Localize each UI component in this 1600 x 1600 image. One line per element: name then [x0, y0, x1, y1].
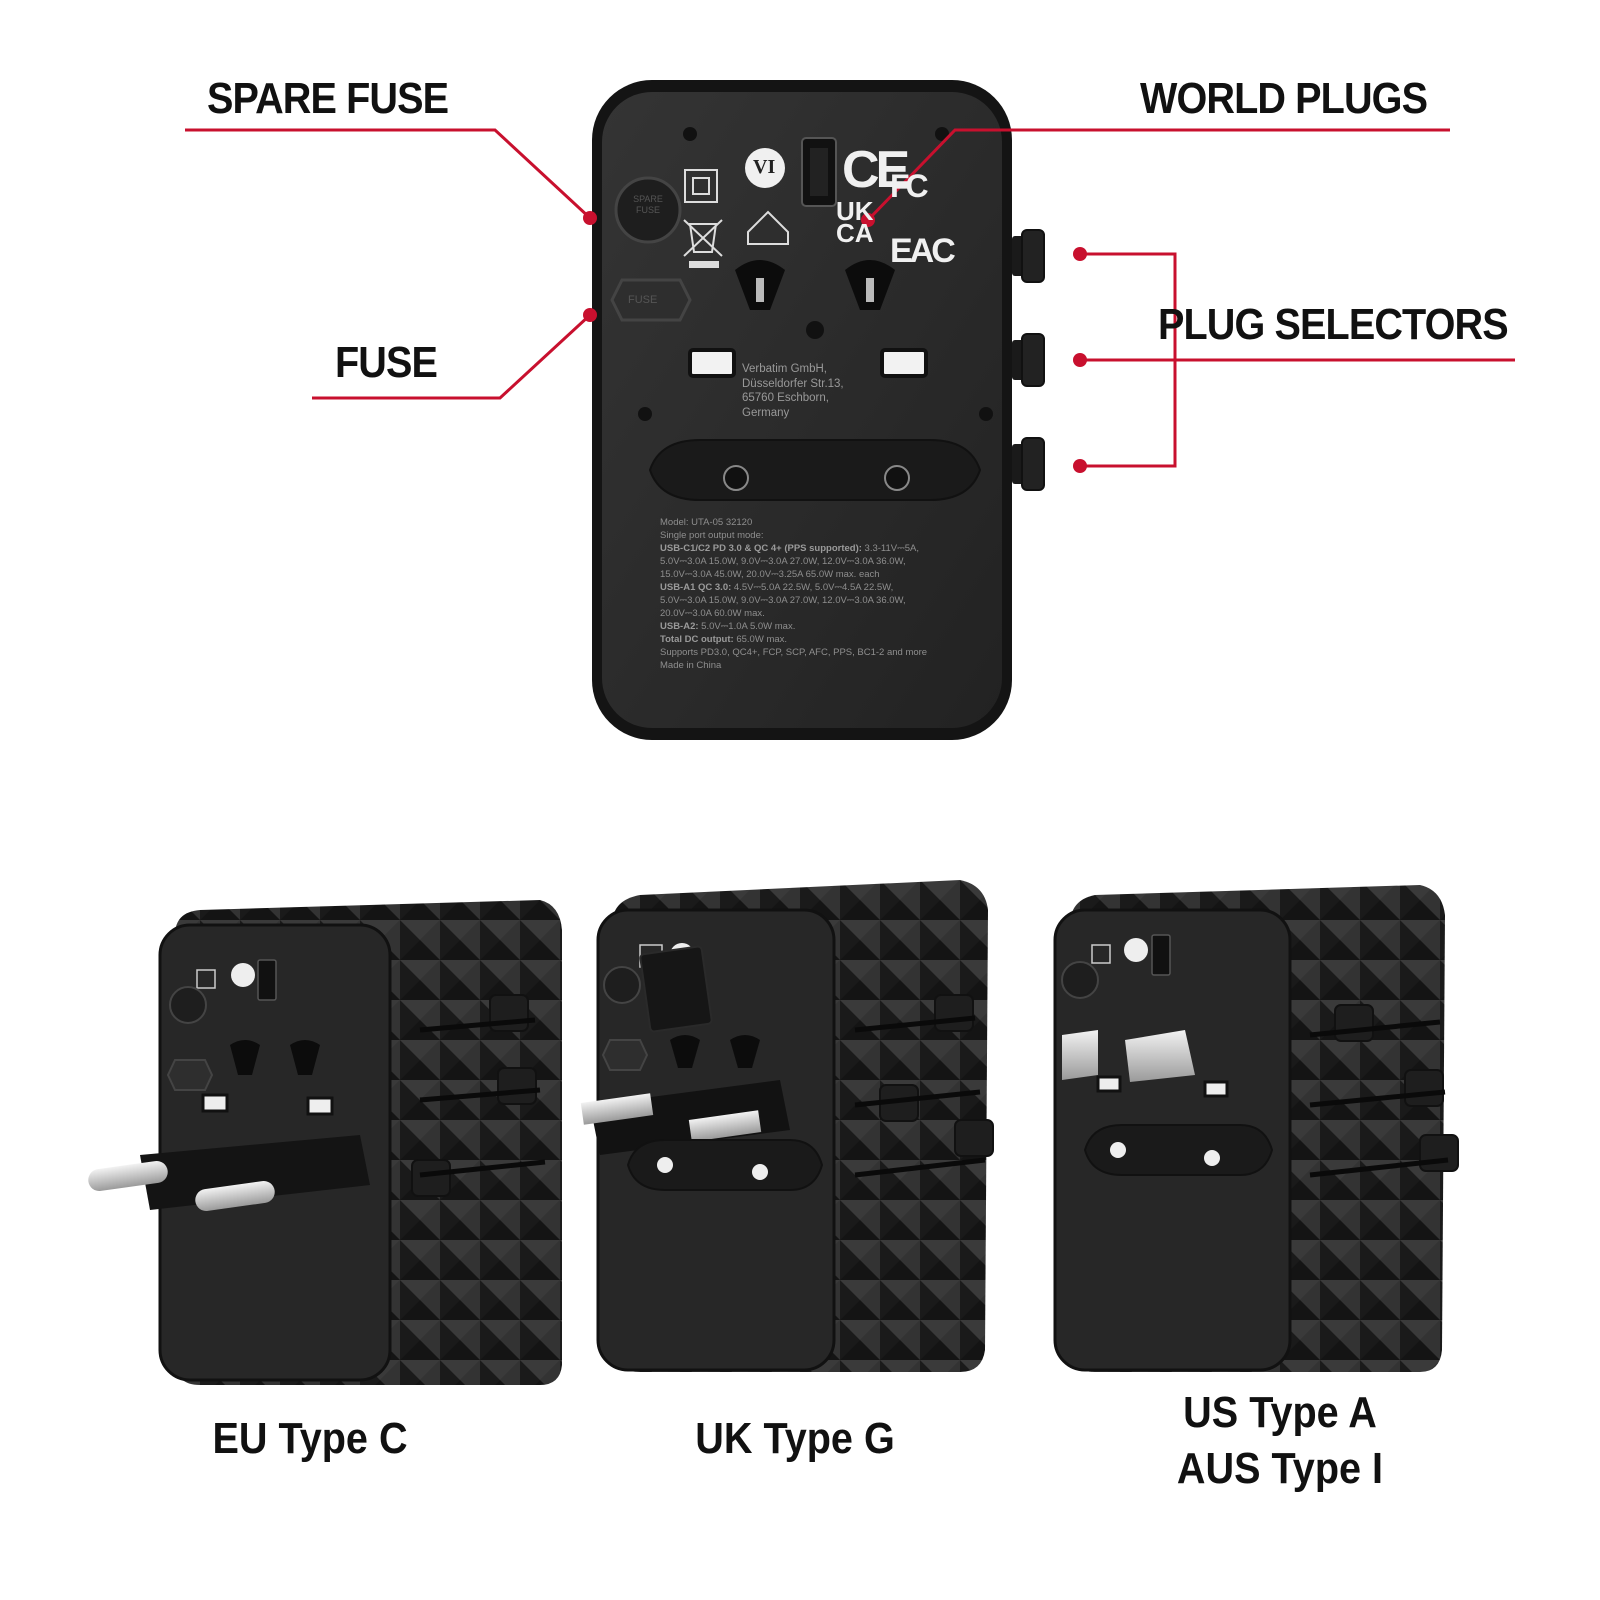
caption-eu-type-c: EU Type C [212, 1414, 408, 1463]
fcc-mark: FC [890, 168, 929, 204]
efficiency-vi-icon [745, 148, 785, 188]
callout-lines [185, 128, 1515, 468]
address-line: Düsseldorfer Str.13, [742, 377, 844, 390]
spec-line: 5.0V⎓3.0A 15.0W, 9.0V⎓3.0A 27.0W, 12.0V⎓… [660, 556, 906, 567]
spec-line: USB-A2: 5.0V⎓1.0A 5.0W max. [660, 621, 796, 632]
spare-fuse-cap [614, 176, 682, 244]
spec-line: Made in China [660, 660, 722, 671]
caption-uk-type-g: UK Type G [695, 1414, 895, 1463]
callout-world-plugs: WORLD PLUGS [1140, 74, 1428, 123]
caption-aus-type-i: AUS Type I [1176, 1444, 1384, 1493]
spec-line: USB-A1 QC 3.0: 4.5V⎓5.0A 22.5W, 5.0V⎓4.5… [660, 582, 894, 593]
address-line: Verbatim GmbH, [742, 363, 827, 375]
spare-fuse-line [185, 128, 592, 220]
spec-line: 5.0V⎓3.0A 15.0W, 9.0V⎓3.0A 27.0W, 12.0V⎓… [660, 595, 906, 606]
callout-spare-fuse: SPARE FUSE [207, 74, 449, 123]
address-line: Germany [742, 406, 790, 419]
indoor-use-icon [747, 210, 789, 245]
spec-line: Total DC output: 65.0W max. [660, 634, 788, 645]
plug-selector [1012, 333, 1045, 387]
weee-bin-icon [683, 219, 723, 268]
device-eu [88, 900, 562, 1385]
spec-line: Model: UTA-05 32120 [660, 517, 753, 528]
ukca-line-1: UK [836, 196, 874, 226]
callout-plug-selectors: PLUG SELECTORS [1158, 300, 1509, 349]
callout-fuse: FUSE [335, 338, 438, 387]
ukca-mark: UK CA [836, 196, 874, 248]
screw-icon [638, 407, 652, 421]
spec-line: USB-C1/C2 PD 3.0 & QC 4+ (PPS supported)… [660, 543, 919, 554]
ce-mark: CE [842, 141, 910, 199]
screw-icon [935, 127, 949, 141]
device-uk [580, 880, 994, 1372]
eac-mark: EAC [890, 232, 956, 270]
socket-left [735, 260, 785, 310]
plug-selector [1012, 437, 1045, 491]
caption-us-type-a: US Type A [1183, 1388, 1377, 1437]
screw-icon [979, 407, 993, 421]
fuse-line [312, 313, 592, 400]
socket-right [845, 260, 895, 310]
spec-line: Supports PD3.0, QC4+, FCP, SCP, AFC, PPS… [660, 647, 928, 658]
screw-icon [806, 321, 824, 339]
device-us-aus [1053, 885, 1459, 1372]
usb-a-port [688, 348, 736, 378]
spec-line: 20.0V⎓3.0A 60.0W max. [660, 608, 765, 619]
spec-block: Model: UTA-05 32120 Single port output m… [660, 516, 927, 672]
spare-fuse-cap-text: SPARE FUSE [633, 194, 663, 215]
callout-dots [583, 211, 1087, 473]
fuse-cap-text: FUSE [628, 294, 658, 306]
vi-mark: VI [753, 156, 776, 178]
double-insulation-icon [684, 169, 718, 203]
main-device [592, 80, 1045, 740]
address-line: 65760 Eschborn, [742, 392, 829, 404]
plug-selector [1012, 229, 1045, 283]
eu-socket-recess [648, 439, 982, 501]
spec-line: Single port output mode: [660, 530, 764, 541]
spec-line: 15.0V⎓3.0A 45.0W, 20.0V⎓3.25A 65.0W max.… [660, 569, 880, 580]
screw-icon [683, 127, 697, 141]
manufacturer-address: Verbatim GmbH, Düsseldorfer Str.13, 6576… [742, 362, 844, 420]
ukca-line-2: CA [836, 218, 874, 248]
fuse-cap [610, 278, 692, 322]
usb-a-port [880, 348, 928, 378]
world-plugs-line [866, 128, 1450, 222]
